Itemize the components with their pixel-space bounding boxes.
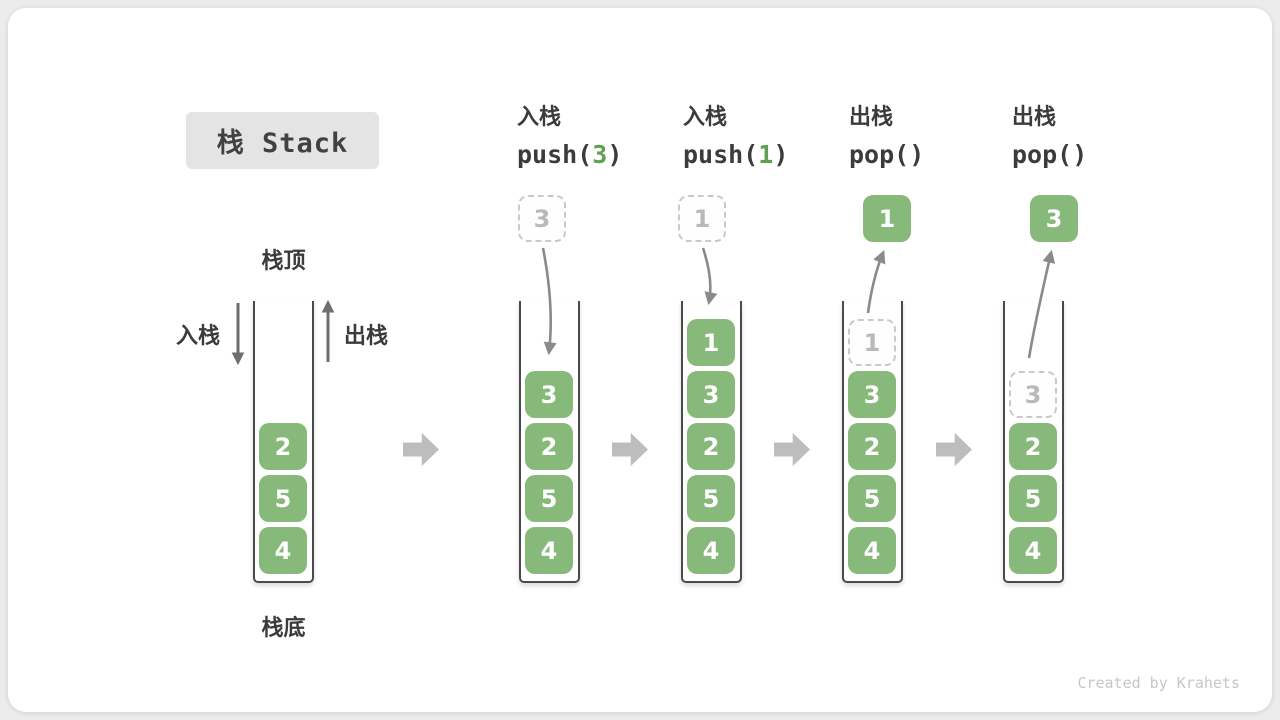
floating-element-push-3: 3 (518, 195, 566, 242)
stack-element: 5 (259, 475, 307, 522)
stack-bottom-label: 栈底 (261, 616, 306, 641)
code-post: ) (773, 140, 789, 169)
operation-name: 入栈 (517, 105, 562, 130)
code-pre: push( (517, 140, 593, 169)
operation-header-pop-3: 出栈 pop() (1012, 104, 1087, 170)
code-pre: pop( (1012, 140, 1073, 169)
code-arg: 1 (758, 140, 774, 169)
stack-element: 2 (848, 423, 896, 470)
stack-element-ghost: 3 (1009, 371, 1057, 418)
stack-element: 2 (525, 423, 573, 470)
stack-top-label: 栈顶 (261, 249, 306, 274)
stack-element: 2 (1009, 423, 1057, 470)
operation-name: 出栈 (1012, 105, 1057, 130)
stack-element: 4 (848, 527, 896, 574)
stack-element: 3 (687, 371, 735, 418)
diagram-title-text: 栈 Stack (216, 128, 349, 159)
operation-header-push-1: 入栈 push(1) (683, 104, 788, 170)
watermark: Created by Krahets (1077, 674, 1240, 692)
code-arg: 3 (592, 140, 608, 169)
code-pre: pop( (849, 140, 910, 169)
push-direction-label: 入栈 (176, 324, 221, 349)
floating-element-pop-1: 1 (863, 195, 911, 242)
pop-direction-label: 出栈 (344, 324, 389, 349)
floating-element-pop-3: 3 (1030, 195, 1078, 242)
code-post: ) (607, 140, 623, 169)
code-post: ) (909, 140, 925, 169)
stack-element: 4 (525, 527, 573, 574)
stack-element-ghost: 1 (848, 319, 896, 366)
code-post: ) (1072, 140, 1088, 169)
stack-element: 5 (1009, 475, 1057, 522)
stack-element: 2 (259, 423, 307, 470)
code-pre: push( (683, 140, 759, 169)
operation-name: 入栈 (683, 105, 728, 130)
operation-name: 出栈 (849, 105, 894, 130)
stack-element: 1 (687, 319, 735, 366)
stack-element: 4 (1009, 527, 1057, 574)
stack-element: 5 (848, 475, 896, 522)
operation-code: push(1) (683, 140, 788, 170)
floating-element-push-1: 1 (678, 195, 726, 242)
stack-element: 4 (259, 527, 307, 574)
operation-code: pop() (849, 140, 924, 170)
operation-header-push-3: 入栈 push(3) (517, 104, 622, 170)
operation-header-pop-1: 出栈 pop() (849, 104, 924, 170)
diagram-title-box: 栈 Stack (186, 112, 379, 169)
stack-element: 5 (525, 475, 573, 522)
stack-element: 3 (848, 371, 896, 418)
operation-code: push(3) (517, 140, 622, 170)
operation-code: pop() (1012, 140, 1087, 170)
stack-element: 4 (687, 527, 735, 574)
stack-element: 2 (687, 423, 735, 470)
stack-element: 3 (525, 371, 573, 418)
stack-element: 5 (687, 475, 735, 522)
